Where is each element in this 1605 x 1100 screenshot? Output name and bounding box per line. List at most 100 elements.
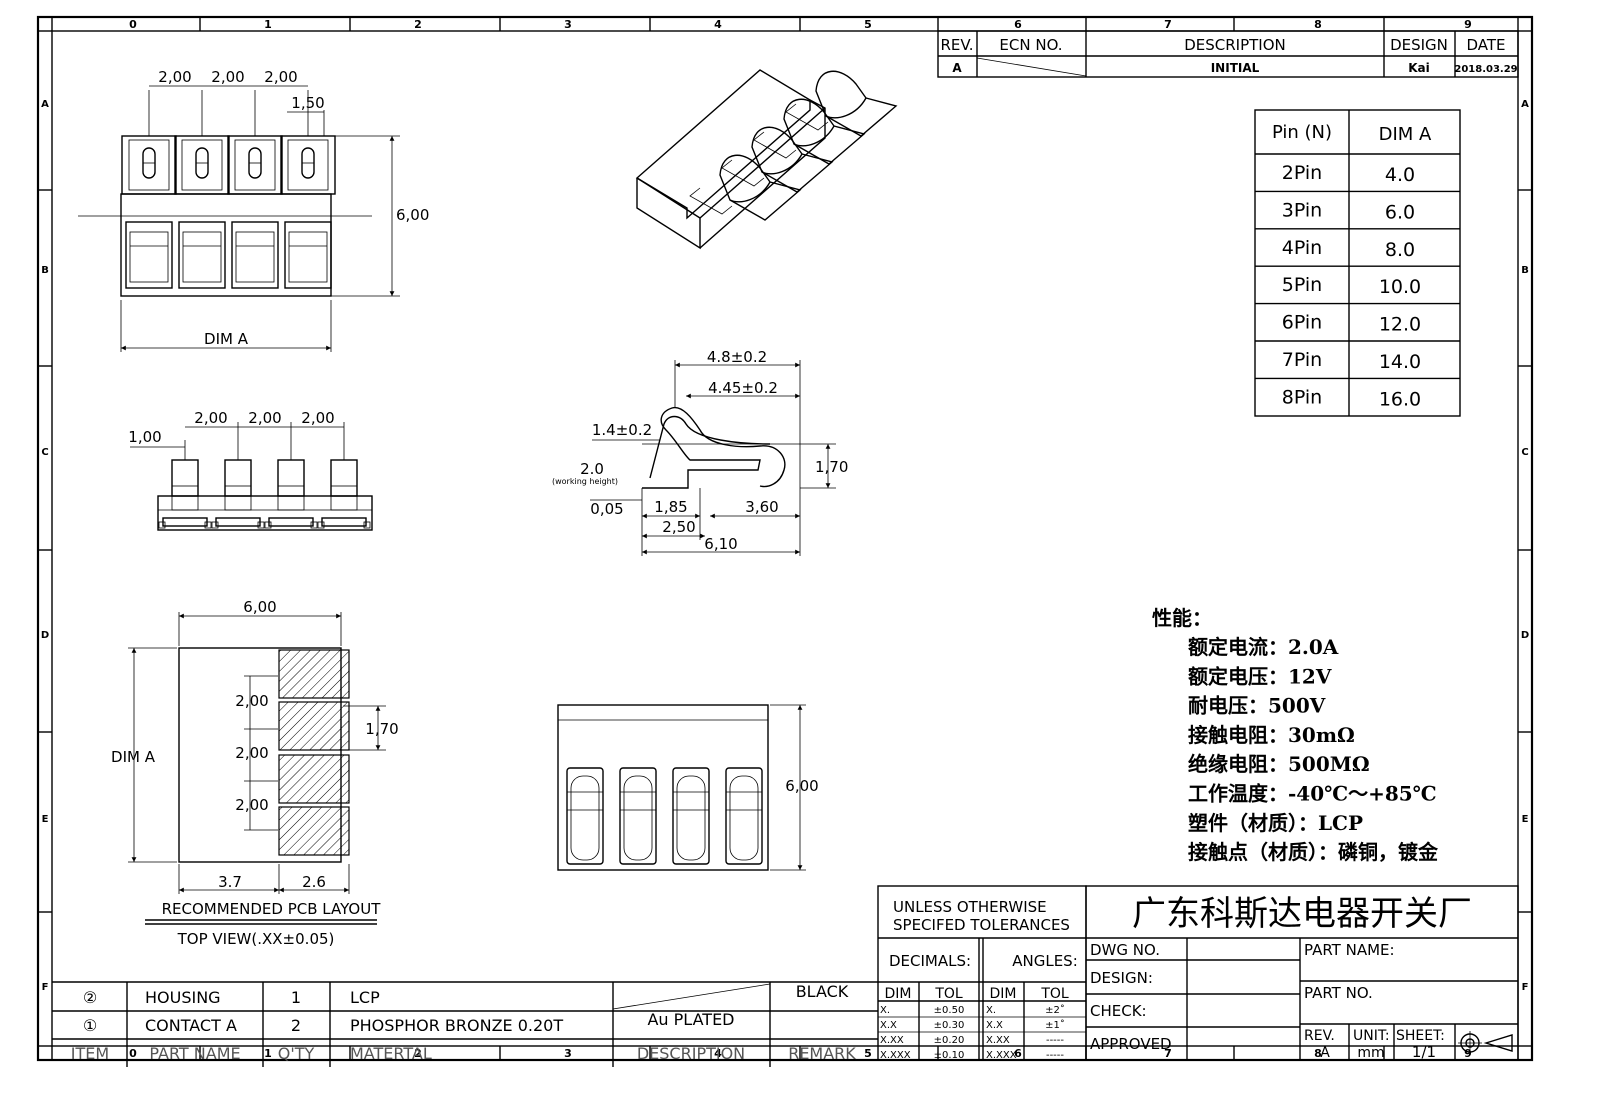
tol-dec-value: ±0.10 bbox=[934, 1050, 965, 1061]
spec-line: 额定电压：12V bbox=[1188, 664, 1332, 688]
unit-value: mm bbox=[1357, 1045, 1384, 1061]
pcb-d26: 2.6 bbox=[302, 873, 326, 891]
top-view-pin bbox=[174, 135, 230, 289]
tol-dec-dim: X. bbox=[880, 1005, 890, 1016]
rev-value: A bbox=[952, 61, 962, 75]
top-pitch-2: 2,00 bbox=[211, 68, 244, 86]
top-view: 2,00 2,00 2,00 1,50 6,00 DIM A bbox=[78, 68, 429, 352]
side-working-height: (working height) bbox=[552, 477, 618, 486]
column-label-bottom-6: 6 bbox=[1014, 1047, 1022, 1060]
tol-ang-value: ----- bbox=[1046, 1035, 1064, 1046]
pcb-layout-view: 6,00 DIM A 2,00 2,00 2,00 1,70 3.7 2.6 R… bbox=[111, 598, 399, 948]
side-d20: 2.0 bbox=[580, 460, 604, 478]
row-label-F: F bbox=[42, 982, 49, 993]
bom-cell: ② bbox=[83, 988, 97, 1007]
pin-table-dim-cell: 12.0 bbox=[1379, 314, 1421, 336]
side-d250: 2,50 bbox=[662, 518, 695, 536]
bottom-view: 6,00 bbox=[557, 704, 819, 871]
isometric-view bbox=[635, 69, 898, 250]
design-header: DESIGN bbox=[1390, 36, 1448, 54]
description-header: DESCRIPTION bbox=[1184, 36, 1286, 54]
column-label-7: 7 bbox=[1164, 18, 1172, 31]
revision-table: REV. ECN NO. DESCRIPTION DESIGN DATE A I… bbox=[937, 30, 1519, 78]
rev-value-title: A bbox=[1320, 1045, 1330, 1061]
row-label-A: A bbox=[41, 99, 49, 110]
pin-table-header-pin: Pin (N) bbox=[1272, 122, 1332, 143]
column-label-bottom-1: 1 bbox=[264, 1047, 272, 1060]
rev-header: REV. bbox=[941, 36, 974, 54]
design-value: Kai bbox=[1408, 61, 1430, 75]
drawing-frame bbox=[36, 15, 1534, 1062]
tol-ang-dim: X.XXX bbox=[986, 1050, 1017, 1061]
front-view-pin bbox=[317, 459, 371, 529]
pin-table-pin-cell: 4Pin bbox=[1282, 237, 1322, 259]
bottom-view-pin bbox=[619, 767, 657, 865]
approved-label: APPROVED bbox=[1090, 1035, 1172, 1053]
title-block: 广东科斯达电器开关厂 DWG NO. DESIGN: CHECK: APPROV… bbox=[1085, 885, 1519, 1061]
ang-tol-header: TOL bbox=[1040, 986, 1069, 1002]
dwg-no-label: DWG NO. bbox=[1090, 941, 1160, 959]
bottom-view-pin bbox=[725, 767, 763, 865]
pin-table-dim-cell: 8.0 bbox=[1385, 239, 1415, 261]
row-label-E: E bbox=[42, 814, 49, 825]
bom-cell: ① bbox=[83, 1016, 97, 1035]
pcb-pitch-1: 2,00 bbox=[235, 692, 268, 710]
row-label-right-E: E bbox=[1522, 814, 1529, 825]
bom-header-item: ITEM bbox=[71, 1044, 109, 1063]
top-view-pin bbox=[280, 135, 336, 289]
pin-table-pin-cell: 8Pin bbox=[1282, 386, 1322, 408]
pin-table-header-dim: DIM A bbox=[1379, 124, 1432, 145]
pcb-pitch-2: 2,00 bbox=[235, 744, 268, 762]
top-pitch-1: 2,00 bbox=[158, 68, 191, 86]
spec-line: 绝缘电阻：500MΩ bbox=[1188, 752, 1370, 776]
column-label-bottom-3: 3 bbox=[564, 1047, 572, 1060]
isometric-pin bbox=[721, 126, 834, 193]
tol-dec-value: ±0.30 bbox=[934, 1020, 965, 1031]
check-label: CHECK: bbox=[1090, 1002, 1147, 1020]
top-dim-a: DIM A bbox=[204, 330, 249, 348]
pcb-pitch-3: 2,00 bbox=[235, 796, 268, 814]
front-view: 1,00 2,00 2,00 2,00 bbox=[128, 409, 373, 531]
ecn-header: ECN NO. bbox=[999, 36, 1062, 54]
bom-cell: Au PLATED bbox=[647, 1010, 734, 1029]
design-label: DESIGN: bbox=[1090, 969, 1153, 987]
bom-header-part: PART NAME bbox=[149, 1044, 240, 1063]
tol-dec-dim: X.X bbox=[880, 1020, 897, 1031]
tol-ang-dim: X.XX bbox=[986, 1035, 1010, 1046]
column-label-bottom-0: 0 bbox=[129, 1047, 137, 1060]
pin-table-pin-cell: 5Pin bbox=[1282, 274, 1322, 296]
column-label-bottom-7: 7 bbox=[1164, 1047, 1172, 1060]
pin-table-dim-cell: 16.0 bbox=[1379, 388, 1421, 410]
bottom-view-pin bbox=[566, 767, 604, 865]
date-header: DATE bbox=[1466, 36, 1505, 54]
front-view-pin bbox=[158, 459, 212, 529]
spec-line: 接触电阻：30mΩ bbox=[1188, 723, 1355, 747]
bottom-view-pin bbox=[672, 767, 710, 865]
column-label-bottom-2: 2 bbox=[414, 1047, 422, 1060]
row-label-right-B: B bbox=[1521, 265, 1529, 276]
spec-line: 耐电压：500V bbox=[1188, 694, 1326, 718]
rev-label: REV. bbox=[1304, 1028, 1335, 1044]
column-label-8: 8 bbox=[1314, 18, 1322, 31]
column-label-4: 4 bbox=[714, 18, 722, 31]
tol-ang-value: ----- bbox=[1046, 1050, 1064, 1061]
decimals-label: DECIMALS: bbox=[889, 952, 971, 970]
top-width: 1,50 bbox=[291, 94, 324, 112]
pcb-layout-title: RECOMMENDED PCB LAYOUT bbox=[162, 900, 382, 918]
tol-ang-dim: X.X bbox=[986, 1020, 1003, 1031]
company-name: 广东科斯达电器开关厂 bbox=[1132, 894, 1472, 934]
spec-line: 塑件（材质）：LCP bbox=[1188, 811, 1363, 835]
pin-table-pin-cell: 7Pin bbox=[1282, 349, 1322, 371]
specifications: 性能： 额定电流：2.0A额定电压：12V耐电压：500V接触电阻：30mΩ绝缘… bbox=[1152, 606, 1439, 864]
bom-cell: CONTACT A bbox=[145, 1016, 237, 1035]
top-view-pin bbox=[121, 135, 177, 289]
description-value: INITIAL bbox=[1211, 61, 1260, 75]
pcb-pad-height: 1,70 bbox=[365, 720, 398, 738]
row-label-B: B bbox=[41, 265, 49, 276]
front-pitch-1: 2,00 bbox=[194, 409, 227, 427]
